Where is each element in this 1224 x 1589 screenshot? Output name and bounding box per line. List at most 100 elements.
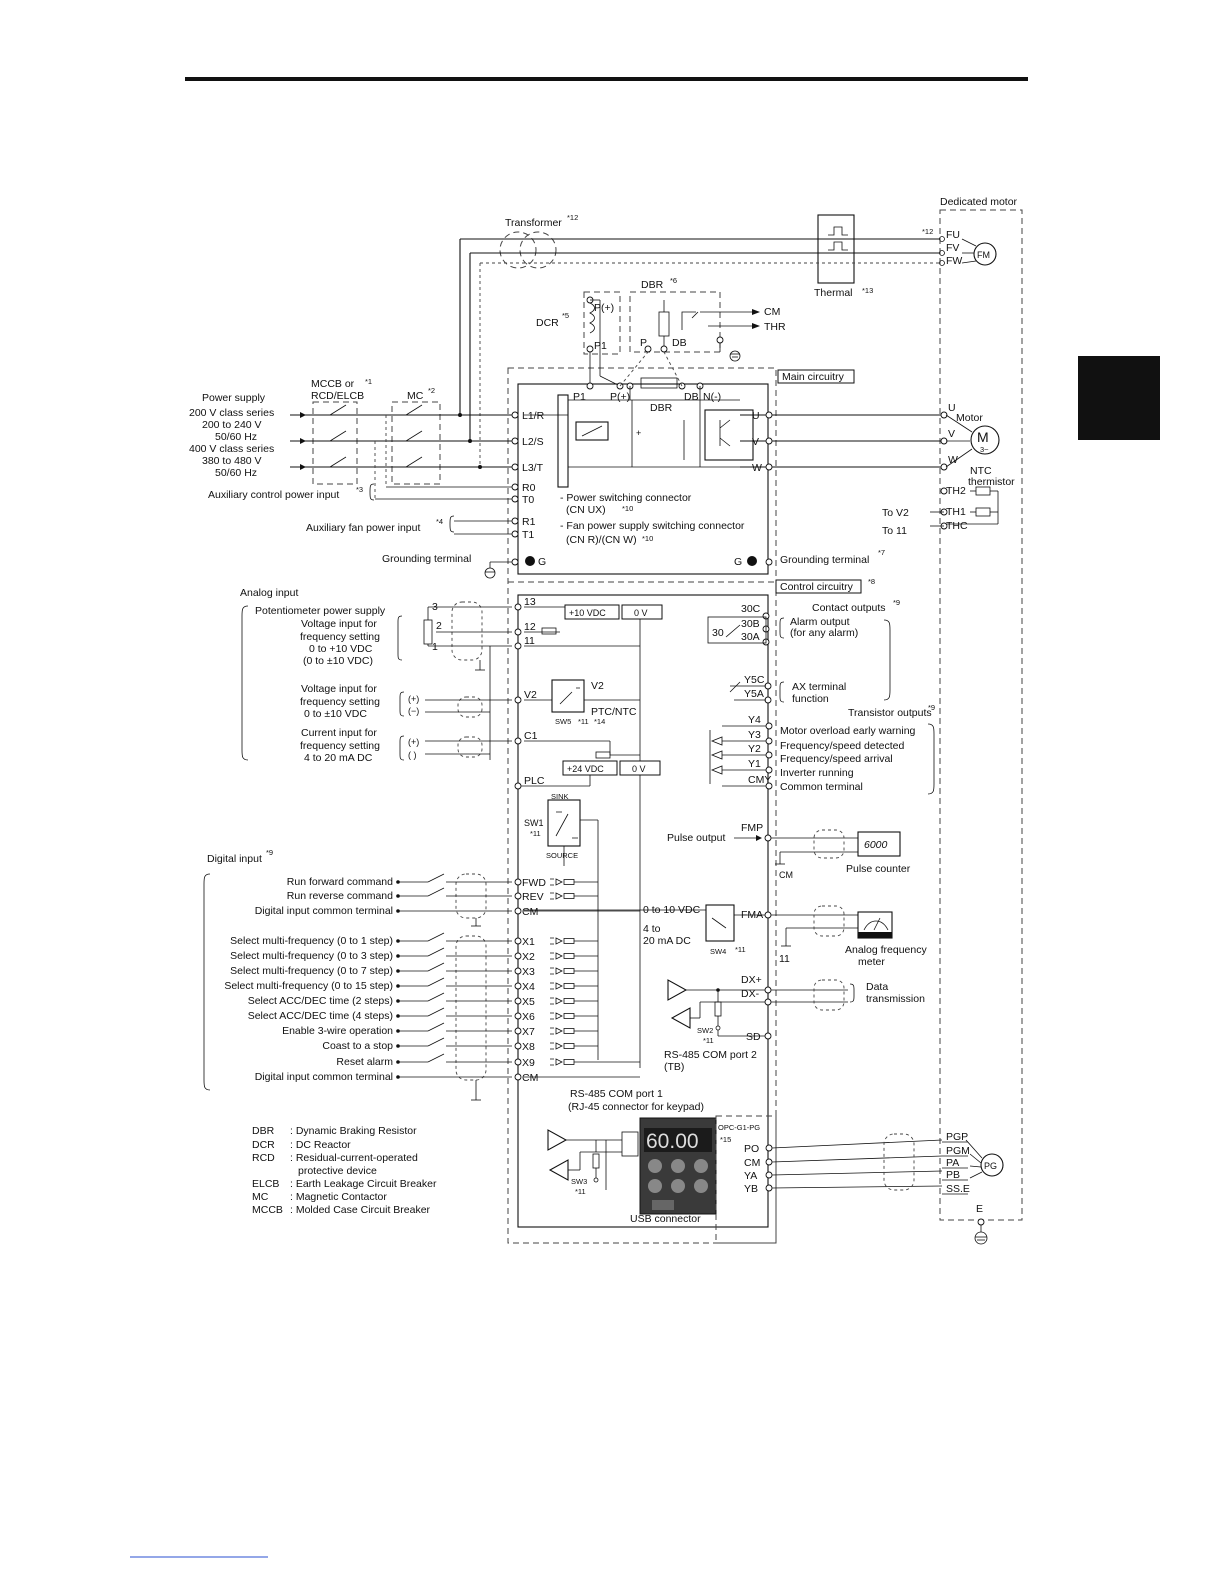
- power-terminal-l3t: [511, 463, 519, 471]
- svg-text:P1: P1: [594, 340, 607, 352]
- input-switch: [427, 887, 445, 897]
- pg-terminal-label: PGP: [946, 1131, 968, 1143]
- contact-outputs-label: Contact outputs: [812, 602, 886, 614]
- pg-terminal-label: SS.E: [946, 1183, 970, 1195]
- ground-symbol-right: [747, 556, 757, 566]
- svg-text:N(-): N(-): [703, 391, 721, 403]
- fan-switch-label: - Fan power supply switching connector: [560, 520, 745, 532]
- svg-text:200 V class series: 200 V class series: [189, 407, 274, 419]
- digital-input-node: [396, 1060, 400, 1064]
- alarm-output-label: Alarm output: [790, 616, 850, 628]
- svg-text:*10: *10: [622, 504, 633, 513]
- svg-text:0 V: 0 V: [632, 764, 646, 774]
- pg-encoder-symbol: [980, 1153, 1004, 1177]
- aux-control-label: Auxiliary control power input: [208, 489, 339, 501]
- digital-input-terminal: REV: [522, 891, 544, 903]
- transistor-outputs-label: Transistor outputs: [848, 707, 932, 719]
- data-transmission-label: Data: [866, 981, 888, 993]
- analog-terminal-12: [514, 628, 522, 636]
- motor-overload-label: Motor overload early warning: [780, 725, 916, 737]
- analog-terminal-13: [514, 603, 522, 611]
- digital-input-label: Select ACC/DEC time (4 steps): [248, 1010, 393, 1022]
- sd-terminal: SD: [746, 1031, 761, 1043]
- digital-input-terminal: X5: [522, 996, 535, 1008]
- legend-description: : Magnetic Contactor: [290, 1191, 387, 1203]
- svg-text:0 V: 0 V: [634, 608, 648, 618]
- transistor-icon: [710, 750, 723, 760]
- fu-terminal: FU: [946, 229, 960, 241]
- digital-input-label: Select multi-frequency (0 to 7 step): [230, 965, 393, 977]
- power-terminal-label: L3/T: [522, 462, 544, 474]
- digital-input-terminal: CM: [522, 1072, 538, 1084]
- transistor-terminal-y2: [765, 751, 773, 759]
- power-terminal-label: T1: [522, 529, 534, 541]
- digital-input-node: [396, 1014, 400, 1018]
- input-resistor: [563, 983, 575, 989]
- fv-terminal: FV: [946, 242, 959, 254]
- to-v2-label: To V2: [882, 507, 909, 519]
- legend-description: : DC Reactor: [290, 1139, 351, 1151]
- optocoupler-icon: [550, 967, 563, 975]
- svg-text:*1: *1: [365, 377, 372, 386]
- svg-text:3~: 3~: [980, 445, 989, 454]
- mc-dashed-box: [391, 401, 441, 485]
- svg-text:thermistor: thermistor: [968, 476, 1015, 488]
- input-resistor: [563, 893, 575, 899]
- legend-description: : Dynamic Braking Resistor: [290, 1125, 417, 1137]
- svg-text:*9: *9: [928, 703, 935, 712]
- digital-input-terminal-x2: [514, 952, 522, 960]
- optocoupler-icon: [550, 982, 563, 990]
- pulse-output-label: Pulse output: [667, 832, 725, 844]
- svg-text:meter: meter: [858, 956, 885, 968]
- svg-text:PG: PG: [984, 1161, 997, 1171]
- pg-terminal-label: PA: [946, 1157, 959, 1169]
- svg-text:200 to 240 V: 200 to 240 V: [202, 419, 262, 431]
- digital-input-terminal-x7: [514, 1027, 522, 1035]
- svg-text:SW3: SW3: [571, 1177, 587, 1186]
- rs485-port2-label: RS-485 COM port 2: [664, 1049, 757, 1061]
- digital-input-terminal-x3: [514, 967, 522, 975]
- digital-input-label: Select multi-frequency (0 to 15 step): [224, 980, 393, 992]
- alarm-terminal-label: 30: [712, 627, 724, 639]
- power-terminal-r1: [511, 517, 519, 525]
- digital-input-label: Reset alarm: [336, 1056, 393, 1068]
- rcd-label: RCD/ELCB: [311, 390, 364, 402]
- motor-terminal-label: THC: [946, 520, 968, 532]
- digital-input-terminal-x5: [514, 997, 522, 1005]
- svg-text:SW5: SW5: [555, 717, 571, 726]
- motor-dashed-box: [939, 209, 1023, 1221]
- svg-text:*11: *11: [530, 829, 541, 838]
- input-resistor: [563, 1059, 575, 1065]
- motor-terminal-th2: [940, 487, 948, 495]
- power-terminal-label: T0: [522, 494, 534, 506]
- fw-terminal: FW: [946, 255, 962, 267]
- power-terminal-l1r: [511, 411, 519, 419]
- digital-input-node: [396, 894, 400, 898]
- legend-description: protective device: [298, 1165, 377, 1177]
- svg-text:+24 VDC: +24 VDC: [567, 764, 604, 774]
- legend-abbreviation: DBR: [252, 1125, 275, 1137]
- digital-input-terminal: FWD: [522, 877, 546, 889]
- control-circuitry-label: Control circuitry: [780, 581, 854, 593]
- dcr-dashed-box: [583, 291, 621, 355]
- dedicated-motor-label: Dedicated motor: [940, 196, 1018, 208]
- potentiometer-pins: 321: [432, 601, 442, 653]
- motor-output-lines: [740, 414, 942, 468]
- svg-text:function: function: [792, 693, 829, 705]
- sw1-switch-box: [547, 799, 581, 847]
- svg-text:Voltage input for: Voltage input for: [301, 683, 377, 695]
- keypad-button-2: [671, 1159, 685, 1173]
- output-terminal-w: [765, 463, 773, 471]
- power-terminal-l2s: [511, 437, 519, 445]
- ax-terminal-label: Y5A: [744, 688, 764, 700]
- svg-text:SINK: SINK: [551, 792, 569, 801]
- svg-text:(+): (+): [408, 694, 419, 704]
- power-input-lines: [290, 404, 568, 500]
- transistor-terminal-label: CMY: [748, 774, 771, 786]
